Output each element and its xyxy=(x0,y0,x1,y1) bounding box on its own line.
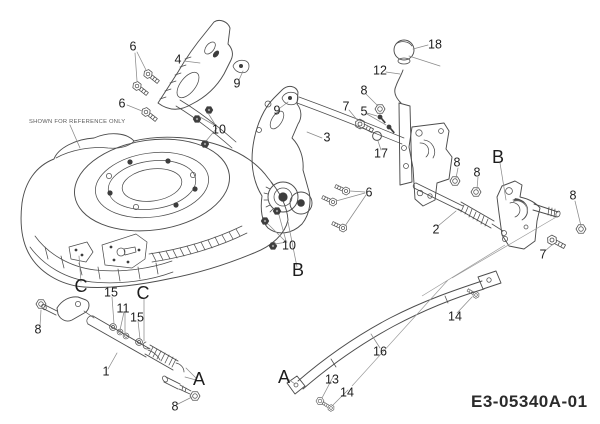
deck-front-bracket xyxy=(101,233,148,269)
callout-6: 6 xyxy=(130,39,137,53)
cable-clamp-lower xyxy=(281,91,299,106)
callout-7: 7 xyxy=(540,247,547,261)
callout-8: 8 xyxy=(474,165,481,179)
handle-bracket-left xyxy=(157,19,233,110)
washer-15-icon xyxy=(135,338,143,346)
callout-6: 6 xyxy=(366,185,373,199)
bolt-6-icon xyxy=(333,182,352,197)
callout-C: C xyxy=(137,283,150,303)
screw-5-icon xyxy=(375,112,389,124)
callout-9: 9 xyxy=(274,103,281,117)
callout-6: 6 xyxy=(119,96,126,110)
shift-rod-and-knob xyxy=(393,39,415,186)
callout-A: A xyxy=(193,369,205,389)
callout-10: 10 xyxy=(282,238,296,252)
nut-8-icon xyxy=(470,187,482,197)
height-adjuster-bracket-right xyxy=(496,180,561,250)
nut-10-icon xyxy=(192,115,202,123)
callout-8: 8 xyxy=(570,188,577,202)
callout-17: 17 xyxy=(374,146,388,160)
mower-deck xyxy=(20,133,289,288)
callout-12: 12 xyxy=(373,63,387,77)
callout-15: 15 xyxy=(104,285,118,299)
fasteners xyxy=(35,67,587,413)
bolt-6-icon xyxy=(139,105,160,124)
callout-7: 7 xyxy=(343,99,350,113)
nut-10-icon xyxy=(200,140,210,148)
callout-11: 11 xyxy=(117,301,130,315)
front-bumper xyxy=(29,235,174,284)
deck-hatch-band xyxy=(148,225,248,263)
control-rod xyxy=(412,182,507,236)
housing-bolts xyxy=(106,158,198,210)
callout-5: 5 xyxy=(361,104,368,118)
callout-16: 16 xyxy=(373,344,387,358)
clip-icon xyxy=(142,341,150,350)
callout-B: B xyxy=(292,260,304,280)
deck-side-bracket xyxy=(68,241,94,263)
callout-8: 8 xyxy=(35,322,42,336)
callout-10: 10 xyxy=(212,122,226,136)
callout-15: 15 xyxy=(130,310,144,324)
callout-14: 14 xyxy=(448,309,462,323)
callout-8: 8 xyxy=(361,83,368,97)
callout-B: B xyxy=(492,147,504,167)
callout-A: A xyxy=(278,367,290,387)
bolt-6-icon xyxy=(141,67,162,86)
nut-8-icon xyxy=(189,391,201,401)
bolt-14-icon xyxy=(320,400,336,413)
callout-18: 18 xyxy=(428,37,442,51)
nut-10-icon xyxy=(260,217,270,225)
nut-10-icon xyxy=(204,106,214,114)
leader-lines xyxy=(39,44,582,406)
reference-note: SHOWN FOR REFERENCE ONLY xyxy=(29,119,125,125)
nut-8-icon xyxy=(449,176,461,186)
nut-8-icon xyxy=(35,299,47,309)
bolt-6-icon xyxy=(320,193,339,208)
o-ring-17-icon xyxy=(372,131,382,141)
callout-2: 2 xyxy=(433,222,440,236)
callout-9: 9 xyxy=(234,76,241,90)
connection-lines xyxy=(351,215,559,387)
cable-clamp-upper xyxy=(232,59,250,74)
callout-3: 3 xyxy=(324,130,331,144)
washer-15-icon xyxy=(109,323,117,331)
drive-engage-rod xyxy=(286,270,502,395)
handle-bracket-right xyxy=(251,85,313,234)
diagram-code: E3-05340A-01 xyxy=(471,392,588,411)
callout-8: 8 xyxy=(454,155,461,169)
callout-1: 1 xyxy=(103,364,110,378)
bolt-14-icon xyxy=(465,287,481,300)
idler-lever-assembly xyxy=(41,296,192,395)
nut-8-icon xyxy=(374,104,386,114)
bolt-6-icon xyxy=(130,79,151,98)
callout-4: 4 xyxy=(175,52,182,66)
callout-13: 13 xyxy=(325,372,339,386)
callout-C: C xyxy=(75,276,88,296)
speed-control-bracket xyxy=(408,122,453,207)
nut-13-icon xyxy=(315,397,325,405)
callout-14: 14 xyxy=(340,385,354,399)
blade-housing-rings xyxy=(74,138,230,232)
bolt-6-icon xyxy=(330,219,349,234)
callout-8: 8 xyxy=(172,399,179,413)
